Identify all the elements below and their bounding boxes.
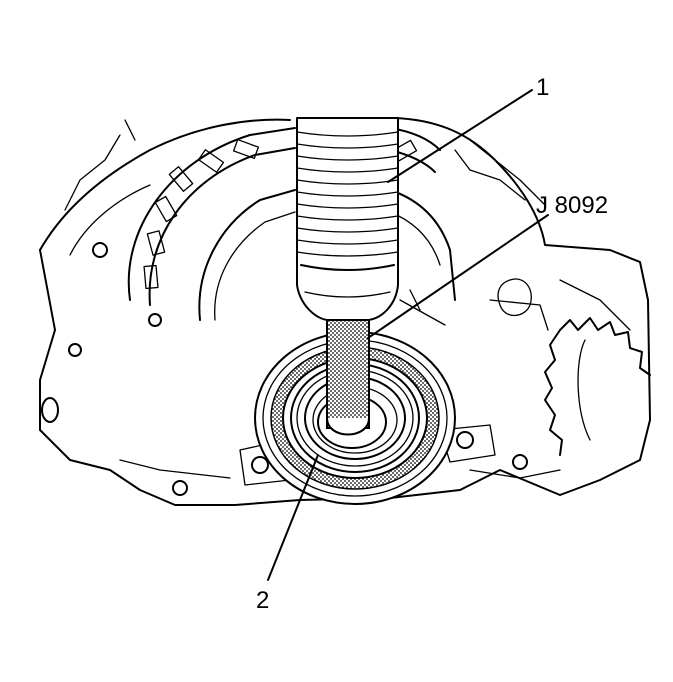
side-gear bbox=[489, 278, 651, 456]
callout-1-label: 1 bbox=[536, 74, 549, 101]
transmission-case bbox=[39, 117, 651, 506]
leader-line-2 bbox=[267, 454, 319, 581]
bearing-installer bbox=[296, 117, 399, 321]
leader-lines bbox=[267, 89, 549, 581]
driver-handle bbox=[326, 309, 370, 436]
clutch-drum bbox=[127, 127, 456, 326]
callout-2-label: 2 bbox=[256, 587, 269, 614]
leader-line-1 bbox=[387, 89, 533, 183]
leader-line-tool bbox=[367, 214, 549, 339]
callout-tool-label: J 8092 bbox=[536, 192, 608, 219]
